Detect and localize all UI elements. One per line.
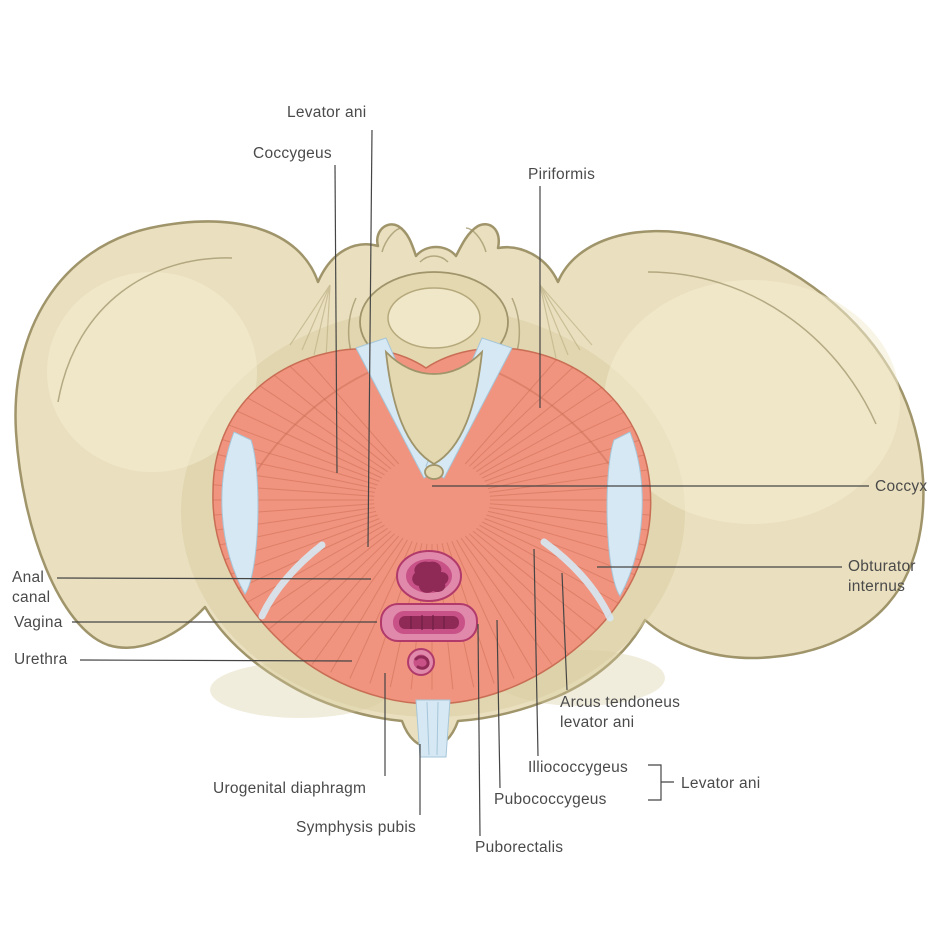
leader-anal-canal	[56, 577, 372, 580]
symphysis-fascia-strip	[415, 699, 451, 758]
label-illiococcygeus: Illiococcygeus	[528, 759, 628, 776]
leader-urethra	[79, 659, 353, 662]
leader-pubococcygeus	[496, 619, 501, 789]
left-horn	[381, 227, 403, 253]
right-arcus-tendineus	[540, 538, 614, 622]
label-urethra: Urethra	[14, 651, 68, 668]
leader-lines	[56, 129, 869, 837]
openings	[380, 550, 478, 676]
sacrum-center-notch	[419, 255, 449, 263]
label-piriformis: Piriformis	[528, 166, 596, 183]
label-puborectalis: Puborectalis	[475, 839, 564, 856]
right-fascia-crescent	[606, 431, 643, 597]
symphysis-ridge-1	[426, 701, 430, 756]
vaginal-folds	[410, 615, 445, 630]
label-obturator-internus: Obturator internus	[848, 558, 916, 596]
levator-ani-bracket	[648, 764, 674, 801]
label-vagina: Vagina	[14, 614, 63, 631]
label-coccygeus: Coccygeus	[253, 145, 332, 162]
right-ligament-fan	[539, 284, 593, 359]
label-levator-ani-group: Levator ani	[681, 775, 761, 792]
label-symphysis-pubis: Symphysis pubis	[296, 819, 417, 836]
right-crest-line	[647, 271, 877, 425]
label-urogenital-diaphragm: Urogenital diaphragm	[213, 780, 367, 797]
vagina-opening	[380, 603, 478, 642]
label-coccyx: Coccyx	[875, 478, 928, 495]
label-levator-ani-top: Levator ani	[287, 104, 367, 121]
left-fascia-crescent	[221, 431, 259, 595]
leader-puborectalis	[477, 623, 481, 837]
right-horn	[465, 227, 487, 253]
sacrum-tail	[384, 349, 484, 480]
leader-coccygeus	[334, 164, 338, 474]
sacral-canal	[387, 287, 481, 349]
sacral-funnel	[384, 349, 484, 466]
right-wing-highlight	[604, 280, 900, 524]
left-crest-line	[57, 257, 233, 403]
anal-canal-opening	[396, 550, 462, 602]
symphysis-ridge-2	[436, 701, 439, 756]
leader-illiococcygeus	[533, 548, 539, 757]
label-arcus-tendoneus: Arcus tendoneus levator ani	[560, 694, 681, 732]
coccyx-tip	[424, 464, 444, 480]
left-ligament-fan	[289, 284, 331, 359]
left-wing-highlight	[47, 272, 257, 472]
urethra-opening	[407, 648, 435, 676]
leader-arcus-tendoneus	[561, 572, 568, 691]
leader-levator-ani-top	[367, 129, 373, 548]
label-pubococcygeus: Pubococcygeus	[494, 791, 607, 808]
label-anal-canal: Anal canal	[12, 569, 51, 607]
